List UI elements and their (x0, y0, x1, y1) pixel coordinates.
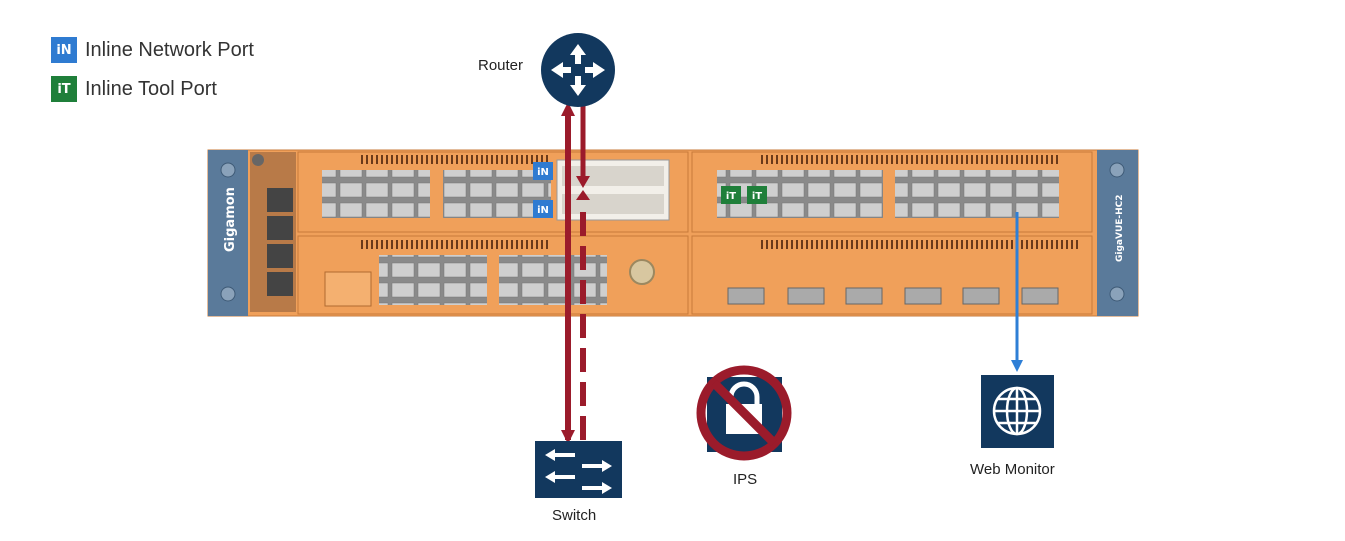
svg-text:iN: iN (537, 167, 549, 178)
legend-tool-port: iT Inline Tool Port (51, 76, 217, 102)
ips-label: IPS (733, 471, 758, 488)
inline-network-port-badge-1: iN (533, 162, 553, 180)
monitor-arrow (1011, 212, 1023, 372)
inline-tool-port-badge-1: iT (721, 186, 741, 204)
brand-label: Gigamon (223, 187, 238, 252)
svg-text:iT: iT (752, 191, 762, 202)
switch-label: Switch (552, 507, 597, 524)
inline-network-port-icon: iN (51, 37, 77, 63)
legend-network-port: iN Inline Network Port (51, 37, 254, 63)
inline-tool-port-badge-2: iT (747, 186, 767, 204)
inline-tool-port-icon: iT (51, 76, 77, 102)
prohibited-icon (696, 365, 792, 461)
web-monitor-label: Web Monitor (970, 461, 1055, 478)
model-label: GigaVUE-HC2 (1115, 194, 1125, 262)
inline-traffic-arrows (561, 102, 590, 444)
legend-tool-port-label: Inline Tool Port (85, 77, 217, 100)
router-label: Router (478, 57, 524, 74)
gigavue-chassis: Gigamon GigaVUE-HC2 (207, 149, 1139, 317)
globe-icon (981, 375, 1054, 448)
legend-network-port-label: Inline Network Port (85, 38, 254, 61)
switch-icon (535, 441, 622, 498)
inline-network-port-badge-2: iN (533, 200, 553, 218)
ips-node (696, 365, 792, 461)
svg-text:iN: iN (537, 205, 549, 216)
svg-text:iT: iT (726, 191, 736, 202)
router-icon (541, 33, 615, 107)
